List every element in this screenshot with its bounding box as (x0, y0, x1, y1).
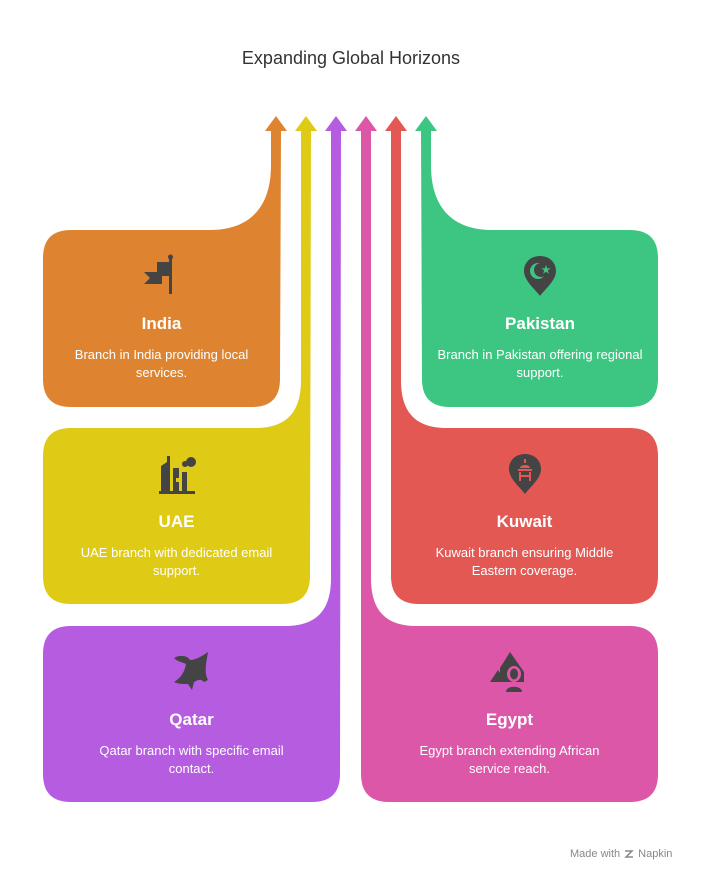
branch-name: Kuwait (496, 512, 553, 531)
bird-icon (173, 652, 208, 690)
diagram-title: Expanding Global Horizons (241, 48, 461, 68)
card-uae: UAE UAE branch with dedicated email supp… (43, 428, 310, 580)
napkin-brand: Napkin (638, 848, 673, 860)
uae-shape (43, 131, 311, 604)
city-skyline-icon (158, 456, 196, 494)
pyramid-sphinx-icon (489, 652, 524, 692)
flag-icon (143, 254, 173, 294)
branch-description: Egypt branch extending African service r… (419, 743, 600, 776)
branch-description: UAE branch with dedicated email support. (80, 545, 273, 578)
qatar-arrowhead (325, 116, 347, 131)
egypt-shape (361, 131, 658, 802)
branch-name: Egypt (485, 710, 534, 729)
uae-arrowhead (295, 116, 317, 131)
crescent-star-pin-icon (524, 256, 556, 296)
card-qatar: Qatar Qatar branch with specific email c… (43, 626, 340, 778)
branch-name: India (141, 314, 182, 333)
egypt-arrowhead (355, 116, 377, 131)
branch-description: Qatar branch with specific email contact… (99, 743, 284, 776)
branch-name: Qatar (169, 710, 214, 729)
card-india: India Branch in India providing local se… (43, 230, 280, 382)
branch-description: Branch in India providing local services… (74, 347, 249, 380)
kuwait-shape (391, 131, 658, 604)
pakistan-arrowhead (415, 116, 437, 131)
napkin-watermark: Made with Napkin (570, 848, 672, 860)
branch-name: Pakistan (505, 314, 575, 333)
card-egypt: Egypt Egypt branch extending African ser… (361, 626, 658, 778)
branch-description: Kuwait branch ensuring Middle Eastern co… (435, 545, 614, 578)
card-pakistan: Pakistan Branch in Pakistan offering reg… (422, 230, 658, 382)
kuwait-arrowhead (385, 116, 407, 131)
card-kuwait: Kuwait Kuwait branch ensuring Middle Eas… (391, 428, 658, 580)
branch-name: UAE (158, 512, 195, 531)
qatar-shape (43, 131, 341, 802)
napkin-logo-icon (624, 850, 634, 858)
branch-description: Branch in Pakistan offering regional sup… (437, 347, 643, 380)
india-arrowhead (265, 116, 287, 131)
tower-pin-icon (508, 454, 541, 494)
made-with-label: Made with (570, 848, 621, 860)
